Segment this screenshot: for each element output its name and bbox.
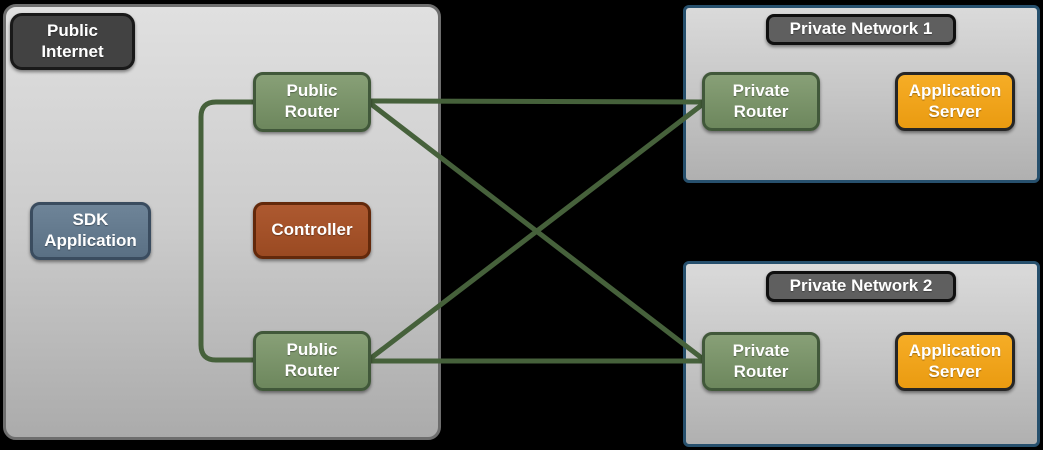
node-sdk-application: SDK Application: [30, 202, 151, 260]
node-public-router-bottom: Public Router: [253, 331, 371, 391]
node-public-router-top: Public Router: [253, 72, 371, 132]
node-application-server-2: Application Server: [895, 332, 1015, 391]
node-private-router-1: Private Router: [702, 72, 820, 131]
node-controller: Controller: [253, 202, 371, 259]
node-private-router-2: Private Router: [702, 332, 820, 391]
node-application-server-1: Application Server: [895, 72, 1015, 131]
public-internet-badge: Public Internet: [10, 13, 135, 70]
private-network-1-badge: Private Network 1: [766, 14, 956, 45]
private-network-2-badge: Private Network 2: [766, 271, 956, 302]
